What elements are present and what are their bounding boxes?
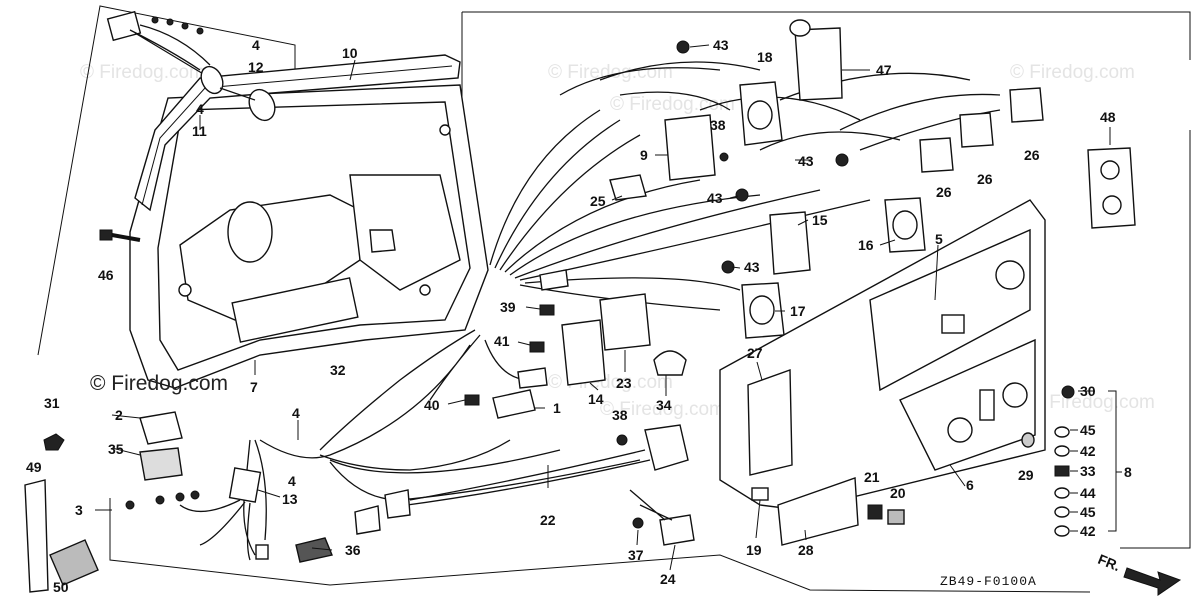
callout-label: 9 <box>640 147 648 163</box>
callout-label: 38 <box>612 407 628 423</box>
right-upper-parts <box>609 19 1136 446</box>
small-parts-left <box>24 411 333 593</box>
callout-label: 28 <box>798 542 814 558</box>
callout-label: 36 <box>345 542 361 558</box>
direction-indicator: FR. <box>1096 551 1182 596</box>
callout-label: 4 <box>288 473 296 489</box>
callout-label: 8 <box>1124 464 1132 480</box>
callout-label: 25 <box>590 193 606 209</box>
callout-label: 35 <box>108 441 124 457</box>
watermark: © Firedog.com <box>1010 62 1135 83</box>
callout-label: 1 <box>553 400 561 416</box>
callout-label: 5 <box>935 231 943 247</box>
callout-label: 43 <box>713 37 729 53</box>
leader-lines <box>95 44 1122 571</box>
callout-label: 32 <box>330 362 346 378</box>
callout-label: 45 <box>1080 504 1096 520</box>
callout-label: 17 <box>790 303 806 319</box>
callout-label: 41 <box>494 333 510 349</box>
hardware-stack <box>867 385 1075 537</box>
callout-label: 40 <box>424 397 440 413</box>
callout-label: 39 <box>500 299 516 315</box>
callout-label: 42 <box>1080 443 1096 459</box>
watermark: © Firedog.com <box>610 94 735 115</box>
callout-label: 34 <box>656 397 672 413</box>
callout-label: 11 <box>192 123 207 139</box>
watermark: © Firedog.com <box>600 399 725 420</box>
direction-label: FR. <box>1096 551 1123 574</box>
callout-label: 26 <box>977 171 993 187</box>
main-watermark: © Firedog.com <box>90 372 228 395</box>
front-arrow-icon <box>1123 567 1182 596</box>
callout-label: 47 <box>876 62 892 78</box>
callout-label: 2 <box>115 407 123 423</box>
callout-label: 38 <box>710 117 726 133</box>
callout-label: 48 <box>1100 109 1116 125</box>
callout-label: 43 <box>798 153 814 169</box>
middle-parts <box>354 269 687 535</box>
callout-label: 42 <box>1080 523 1096 539</box>
grommet-assembly <box>106 10 276 122</box>
callout-label: 4 <box>252 37 260 53</box>
callout-label: 45 <box>1080 422 1096 438</box>
callout-label: 44 <box>1080 485 1096 501</box>
callout-label: 49 <box>26 459 42 475</box>
terminal-set <box>125 467 269 561</box>
callout-label: 15 <box>812 212 828 228</box>
diagram-code: ZB49-F0100A <box>940 574 1037 589</box>
callout-label: 27 <box>747 345 763 361</box>
callout-label: 6 <box>966 477 974 493</box>
callout-label: 31 <box>44 395 60 411</box>
callout-label: 37 <box>628 547 644 563</box>
callout-label: 43 <box>744 259 760 275</box>
callout-label: 26 <box>1024 147 1040 163</box>
callout-label: 10 <box>342 45 358 61</box>
callout-label: 22 <box>540 512 556 528</box>
callout-label: 3 <box>75 502 83 518</box>
callout-label: 50 <box>53 579 69 595</box>
callout-label: 43 <box>707 190 723 206</box>
callout-label: 21 <box>864 469 880 485</box>
wire-harness <box>243 61 1001 556</box>
callout-label: 16 <box>858 237 874 253</box>
callout-labels: 4 12 4 11 10 46 7 32 31 2 35 49 3 4 4 13… <box>26 37 1132 595</box>
callout-label: 24 <box>660 571 676 587</box>
callout-label: 13 <box>282 491 298 507</box>
callout-label: 33 <box>1080 463 1096 479</box>
plug-assembly <box>629 424 695 546</box>
callout-label: 29 <box>1018 467 1034 483</box>
callout-label: 20 <box>890 485 906 501</box>
callout-label: 26 <box>936 184 952 200</box>
callout-label: 30 <box>1080 383 1096 399</box>
callout-label: 18 <box>757 49 773 65</box>
control-panel <box>719 199 1046 546</box>
bolt-46 <box>99 229 141 242</box>
callout-label: 4 <box>292 405 300 421</box>
control-box-housing <box>129 84 489 389</box>
callout-label: 46 <box>98 267 114 283</box>
callout-label: 12 <box>248 59 264 75</box>
callout-label: 19 <box>746 542 762 558</box>
watermark: © Firedog.com <box>1030 392 1155 413</box>
callout-label: 23 <box>616 375 632 391</box>
callout-label: 7 <box>250 379 258 395</box>
callout-label: 4 <box>196 101 204 117</box>
callout-label: 14 <box>588 391 604 407</box>
watermark: © Firedog.com <box>80 62 205 83</box>
